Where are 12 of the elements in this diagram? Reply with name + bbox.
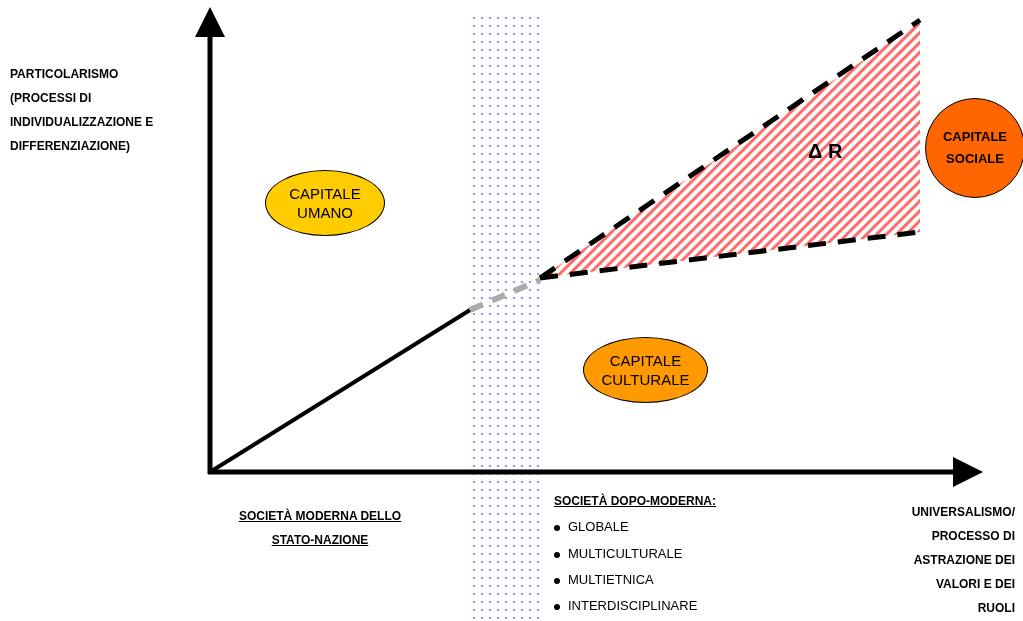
period-heading: SOCIETÀ MODERNA DELLO STATO-NAZIONE <box>237 507 403 549</box>
list-item: GLOBALE <box>568 519 630 534</box>
period-heading: SOCIETÀ DOPO-MODERNA: <box>554 494 717 508</box>
axis-label: UNIVERSALISMO/ PROCESSO DI ASTRAZIONE DEI VALORI E DEI RUOLI <box>910 504 1015 617</box>
list-item: MULTIETNICA <box>568 572 655 587</box>
delta-label: Δ R <box>808 140 844 163</box>
axis-label: PARTICOLARISMO (PROCESSI DI INDIVIDUALIZZAZIONE E DIFFERENZIAZIONE) <box>10 66 155 155</box>
capital-ellipse: CAPITALE CULTURALE <box>583 337 708 403</box>
list-item: INTERDISCIPLINARE <box>568 598 699 613</box>
list-item: MULTICULTURALE <box>568 546 684 561</box>
capital-ellipse: CAPITALE UMANO <box>265 170 385 236</box>
capital-circle: CAPITALE SOCIALE <box>925 98 1023 198</box>
